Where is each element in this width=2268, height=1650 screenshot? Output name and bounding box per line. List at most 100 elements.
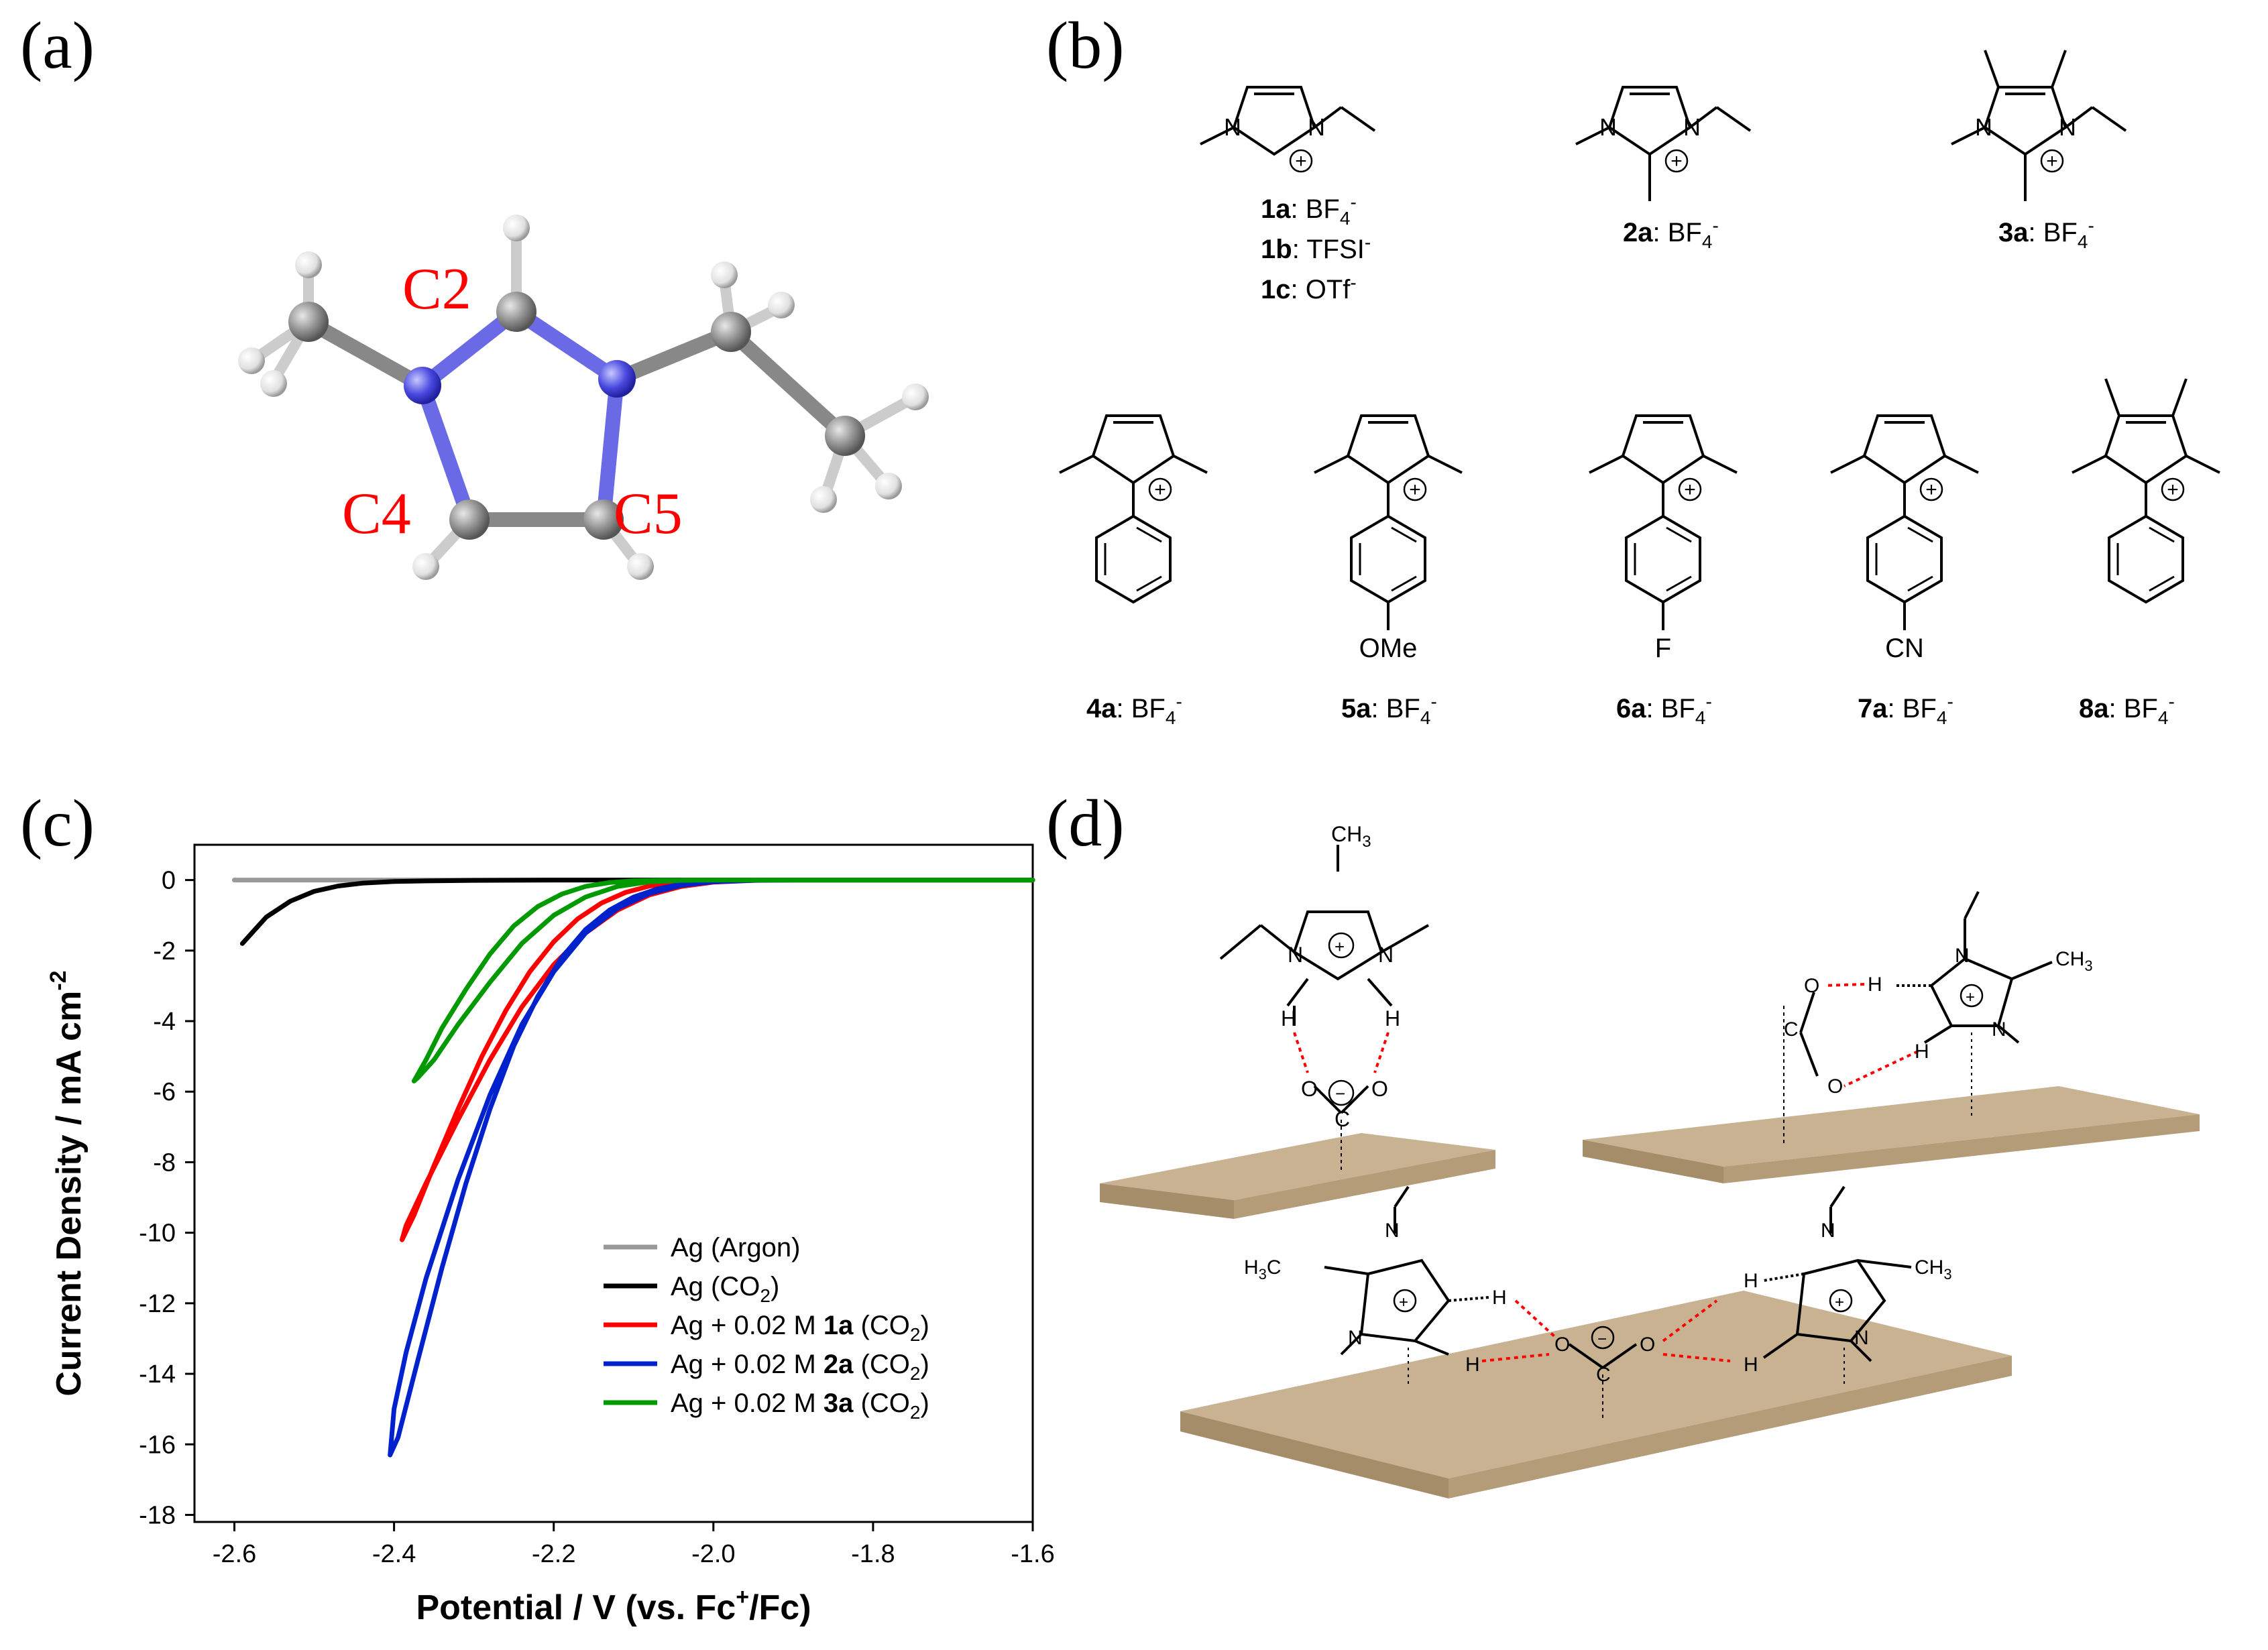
n-label: N (1348, 1327, 1363, 1349)
legend-entry: Ag + 0.02 M 3a (CO2) (671, 1389, 929, 1423)
hydrogen-atoms (238, 215, 929, 580)
caption-1b: 1b: TFSI- (1261, 232, 1371, 264)
h-label: H (1868, 974, 1882, 996)
legend-entry: Ag + 0.02 M 2a (CO2) (671, 1350, 929, 1384)
x-ticks: -2.6 -2.4 -2.2 -2.0 -1.8 -1.6 (213, 1522, 1055, 1568)
h-label: H (1465, 1354, 1480, 1376)
legend-entry: Ag (CO2) (671, 1272, 779, 1306)
methyl-label: CH3 (1331, 822, 1371, 851)
h-label: H (1281, 1006, 1296, 1030)
x-axis-title: Potential / V (vs. Fc+/Fc) (416, 1584, 811, 1627)
structure-3a (1951, 50, 2127, 201)
structure-7a (1830, 414, 1979, 630)
c-label: C (1784, 1018, 1799, 1041)
c-label: C (1596, 1364, 1611, 1386)
carbon-atoms (288, 292, 865, 540)
plus-charge: + (1295, 150, 1307, 172)
plus-charge: + (2167, 479, 2179, 501)
bond-sticks (249, 226, 917, 569)
plus-charge: + (1966, 988, 1975, 1006)
x-tick-label: -2.0 (691, 1540, 735, 1568)
legend-entry: Ag + 0.02 M 1a (CO2) (671, 1311, 929, 1345)
methyl-label: CH3 (1915, 1256, 1952, 1283)
atom-label-c5: C5 (614, 481, 683, 546)
o-label: O (1371, 1077, 1388, 1101)
plus-charge: + (1670, 150, 1683, 172)
caption-2a: 2a: BF4- (1623, 215, 1719, 252)
n-label: N (1599, 113, 1617, 141)
panel-label-c: (c) (20, 786, 95, 860)
minus-charge: − (1335, 1083, 1345, 1104)
imidazolium-pair-bridging (1324, 1185, 1912, 1421)
series-line-2 (400, 878, 1035, 1242)
lsv-chart: -2.6-2.4-2.2-2.0-1.8-1.6 0-2-4-6-8-10-12… (46, 843, 1055, 1627)
atom-label-c4: C4 (342, 481, 411, 546)
y-tick-label: -12 (139, 1290, 176, 1318)
x-tick-label: -2.2 (532, 1540, 575, 1568)
y-tick-label: -6 (153, 1078, 176, 1106)
x-tick-label: -2.4 (372, 1540, 416, 1568)
y-tick-label: -2 (153, 937, 176, 965)
plus-charge: + (1925, 479, 1937, 501)
n-label: N (1955, 945, 1970, 967)
y-tick-label: 0 (162, 867, 176, 895)
y-axis-title: Current Density / mA cm-2 (46, 970, 89, 1396)
legend-entry: Ag (Argon) (671, 1233, 800, 1262)
series-lines (232, 878, 1035, 1458)
y-tick-label: -16 (139, 1431, 176, 1459)
caption-6a: 6a: BF4- (1616, 691, 1712, 728)
caption-4a: 4a: BF4- (1086, 691, 1182, 728)
n-label: N (1308, 113, 1325, 141)
caption-8a: 8a: BF4- (2079, 691, 2175, 728)
plus-charge: + (2046, 150, 2058, 172)
panel-label-a: (a) (20, 8, 95, 82)
n-label: N (1992, 1018, 2006, 1041)
y-tick-label: -4 (153, 1008, 176, 1036)
molecule-model-a: C2 C4 C5 (238, 215, 929, 580)
caption-7a: 7a: BF4- (1858, 691, 1953, 728)
h-label: H (1385, 1006, 1400, 1030)
caption-5a: 5a: BF4- (1341, 691, 1437, 728)
n-label: N (1288, 943, 1303, 967)
nitrogen-atoms (404, 360, 636, 404)
series-line-3 (388, 878, 1035, 1458)
panel-label-b: (b) (1046, 8, 1125, 82)
x-tick-label: -2.6 (213, 1540, 256, 1568)
h3c-label: H3C (1244, 1256, 1282, 1283)
plus-charge: + (1684, 479, 1696, 501)
o-label: O (1554, 1334, 1570, 1356)
methyl-label: CH3 (2055, 948, 2093, 974)
h-label: H (1492, 1287, 1507, 1309)
plot-frame (193, 843, 1034, 1523)
structure-2a (1575, 86, 1752, 201)
structure-8a (2072, 378, 2220, 604)
caption-1c: 1c: OTf- (1261, 272, 1357, 304)
h-label: H (1915, 1041, 1929, 1063)
y-tick-label: -18 (139, 1501, 176, 1529)
o-label: O (1640, 1334, 1655, 1356)
h-label: H (1744, 1354, 1758, 1376)
h-label: H (1744, 1270, 1758, 1292)
o-label: O (1827, 1075, 1843, 1098)
substituent-ome: OMe (1359, 634, 1418, 663)
plus-charge: + (1835, 1293, 1844, 1311)
substituent-cn: CN (1885, 634, 1924, 663)
x-tick-label: -1.6 (1011, 1540, 1054, 1568)
substituent-f: F (1655, 634, 1671, 663)
structure-4a (1059, 414, 1208, 604)
adsorption-scheme-d: CH3 N N H H O O C + − N N CH3 H H O O C … (1100, 822, 2200, 1498)
plus-charge: + (1335, 937, 1345, 957)
plus-charge: + (1154, 479, 1166, 501)
x-tick-label: -1.8 (851, 1540, 895, 1568)
c-label: C (1335, 1107, 1350, 1131)
n-label: N (1854, 1327, 1869, 1349)
y-ticks: 0-2-4-6-8-10-12-14-16-18 (139, 867, 194, 1529)
n-label: N (1683, 113, 1701, 141)
structure-6a (1589, 414, 1738, 630)
o-label: O (1804, 975, 1819, 997)
n-label: N (1378, 943, 1394, 967)
caption-3a: 3a: BF4- (1998, 215, 2094, 252)
imidazolium-monodentate (1783, 891, 2053, 1146)
y-tick-label: -10 (139, 1220, 176, 1248)
n-label: N (1385, 1220, 1400, 1242)
